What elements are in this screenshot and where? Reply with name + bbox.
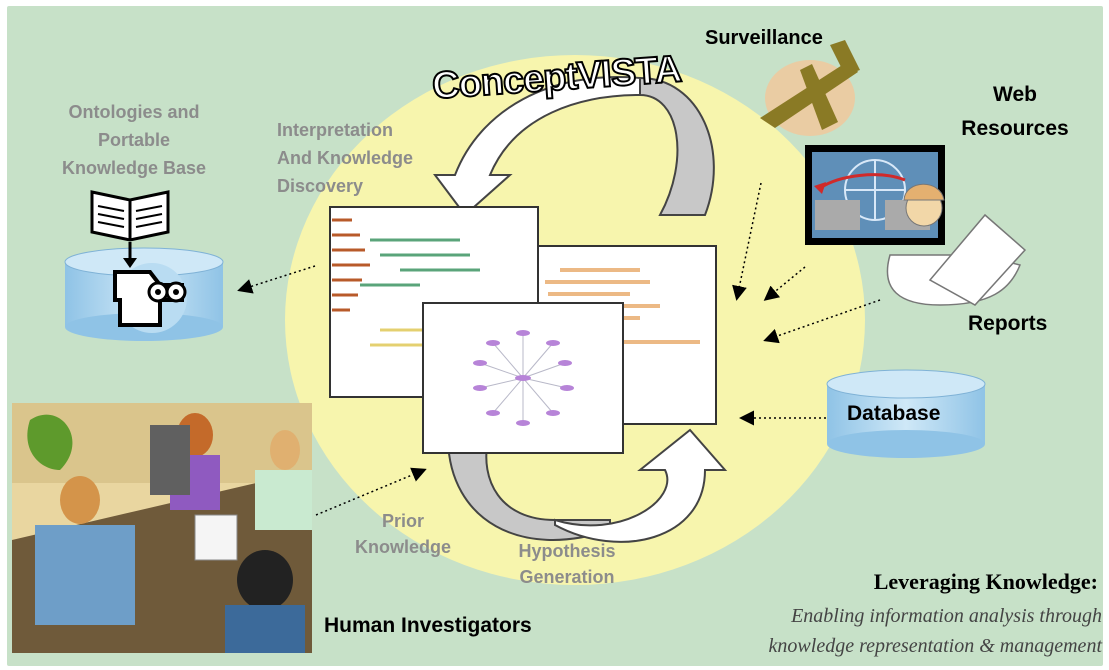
footer-line1: Enabling information analysis through bbox=[791, 605, 1102, 627]
head-icon bbox=[113, 270, 187, 327]
prior-line1: Prior bbox=[381, 511, 424, 531]
airplane-icon bbox=[760, 40, 860, 136]
ontologies-line3: Knowledge Base bbox=[61, 158, 207, 178]
interpretation-label: Interpretation And Knowledge Discovery bbox=[277, 116, 413, 200]
footer-line2: knowledge representation & management bbox=[768, 635, 1102, 657]
surveillance-label: Surveillance bbox=[705, 27, 823, 49]
meeting-illustration bbox=[12, 403, 312, 653]
human-investigators-label: Human Investigators bbox=[324, 614, 532, 637]
ontologies-line2: Portable bbox=[97, 130, 171, 150]
web-resources-line2: Resources bbox=[961, 117, 1069, 140]
hypothesis-line1: Hypothesis bbox=[518, 541, 616, 561]
book-icon bbox=[90, 190, 170, 268]
database-cylinder bbox=[826, 369, 986, 458]
footer-heading: Leveraging Knowledge: bbox=[873, 569, 1098, 594]
interpretation-line1: Interpretation bbox=[277, 120, 394, 140]
hypothesis-line2: Generation bbox=[519, 567, 615, 587]
ontologies-label: Ontologies and Portable Knowledge Base bbox=[28, 98, 240, 182]
reports-label: Reports bbox=[968, 312, 1048, 335]
web-resources-label: Web Resources bbox=[955, 78, 1075, 146]
dotted-arrows bbox=[237, 182, 881, 516]
interpretation-line3: Discovery bbox=[277, 176, 364, 196]
web-resources-line1: Web bbox=[993, 83, 1037, 106]
database-label: Database bbox=[847, 402, 941, 425]
ontologies-line1: Ontologies and bbox=[68, 102, 200, 122]
visualization-panel-front bbox=[422, 302, 624, 454]
interpretation-line2: And Knowledge bbox=[277, 148, 413, 168]
cycle-arrows bbox=[433, 76, 728, 543]
prior-line2: Knowledge bbox=[354, 537, 451, 557]
prior-knowledge-label: Prior Knowledge bbox=[348, 508, 458, 560]
reports-person-icon bbox=[886, 183, 1027, 306]
hypothesis-label: Hypothesis Generation bbox=[497, 538, 637, 590]
